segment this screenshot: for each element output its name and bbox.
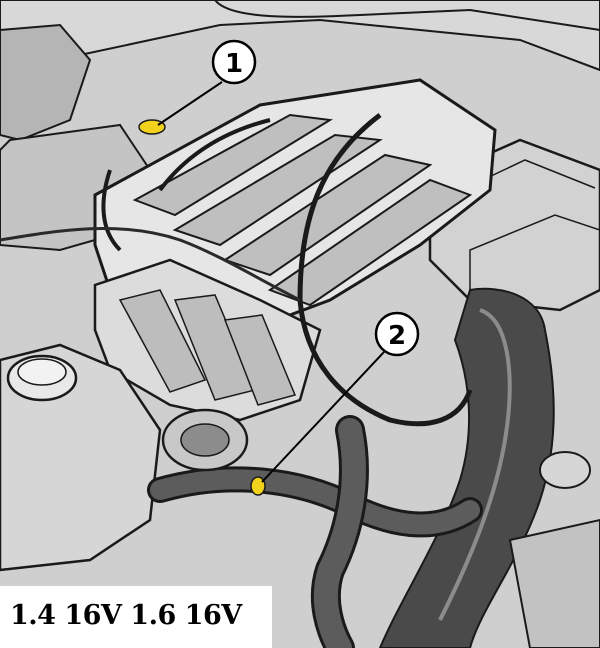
callout-2-label: 2 [388, 321, 406, 351]
callout-2-leader [261, 351, 385, 483]
callout-1-leader [157, 81, 223, 126]
cover-ridge-2 [172, 133, 383, 247]
engine-variant-caption: 1.4 16V 1.6 16V [10, 600, 242, 631]
air-filter-lip [469, 214, 600, 300]
caption-box [0, 586, 272, 648]
left-bracket [0, 23, 92, 142]
lower-hose-2-fill [313, 418, 366, 648]
lower-right-cap [539, 451, 591, 489]
lower-right-bracket [508, 518, 600, 648]
intake-hose-shine [438, 308, 512, 621]
reservoir-cap-top [17, 358, 67, 386]
firewall-trim [214, 0, 600, 31]
ignition-lead-3 [101, 169, 122, 252]
coolant-reservoir [0, 343, 162, 572]
wiring-loom [0, 226, 301, 302]
cover-ridge-3 [222, 153, 433, 277]
ignition-lead-2 [158, 118, 271, 192]
callout-1-circle [211, 39, 257, 85]
cover-ridge-1 [132, 113, 333, 217]
manifold-runner-3 [223, 314, 297, 406]
callout-2-circle [374, 311, 420, 357]
callout-1-label: 1 [225, 49, 243, 79]
throttle-body-inner [180, 423, 230, 457]
ignition-lead-1 [297, 113, 473, 427]
manifold-runner-1 [118, 289, 207, 393]
